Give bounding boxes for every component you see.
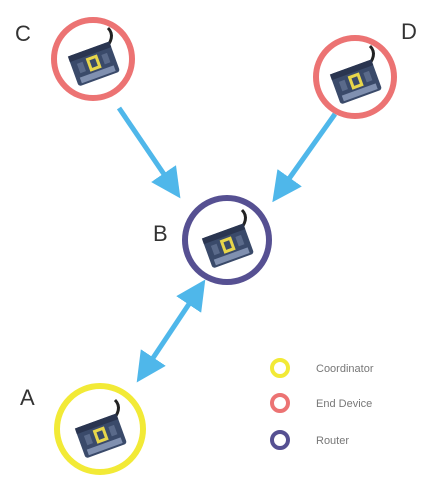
legend-item-router: Router <box>270 430 349 450</box>
node-a-label: A <box>20 385 35 410</box>
link-c-to-b-arrow <box>116 106 181 199</box>
link-a-b-bidirectional-arrow <box>136 279 206 383</box>
legend-coordinator-swatch <box>270 358 290 378</box>
legend-item-coordinator: Coordinator <box>270 358 374 378</box>
node-a: A <box>20 383 146 475</box>
link-d-to-b-arrow <box>272 112 338 203</box>
legend-item-end-device: End Device <box>270 393 372 413</box>
legend-end-device-label: End Device <box>316 398 372 410</box>
node-d-label: D <box>401 19 417 44</box>
legend-coordinator-label: Coordinator <box>316 363 374 375</box>
node-b-label: B <box>153 221 168 246</box>
legend-router-swatch <box>270 430 290 450</box>
legend-router-label: Router <box>316 435 349 447</box>
legend: Coordinator End Device Router <box>270 358 374 450</box>
legend-end-device-swatch <box>270 393 290 413</box>
node-c-label: C <box>15 21 31 46</box>
node-d: D <box>313 19 417 119</box>
node-b: B <box>153 195 272 285</box>
node-c: C <box>15 17 135 101</box>
